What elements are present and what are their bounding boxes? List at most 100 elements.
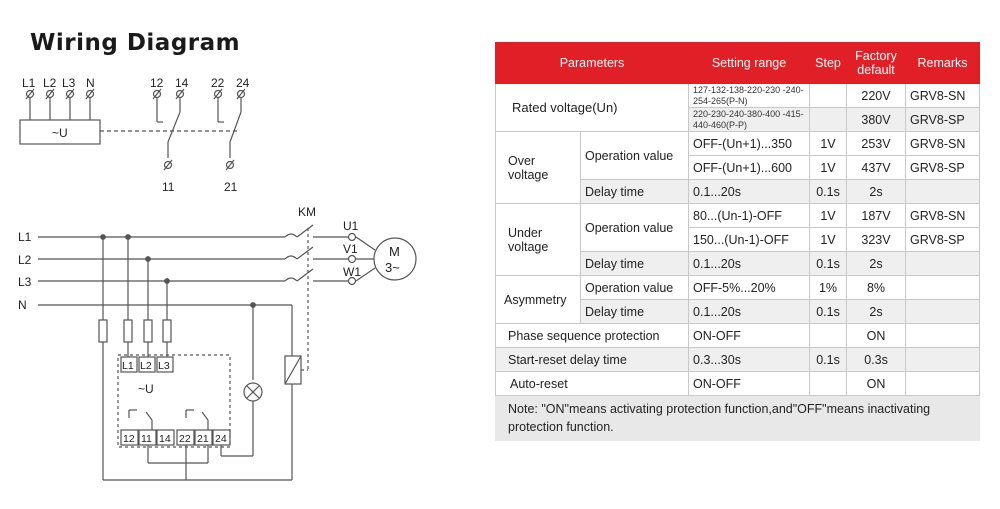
under-voltage-operation-label: Operation value [579,203,690,252]
relay-box [117,354,231,448]
auto-reset-label: Auto-reset [494,371,690,396]
asymmetry-delay-remarks [905,299,981,324]
table-row: Over voltage Operation value OFF-(Un+1).… [495,131,981,204]
under-voltage-step-sp: 1V [809,227,848,252]
relay-input-l1: L1 [122,360,134,372]
phase-sequence-range: ON-OFF [688,323,811,348]
top-contact-11: 11 [162,180,175,194]
top-terminal-n: N [86,76,95,90]
over-voltage-range-sp: OFF-(Un+1)...600 [688,155,811,180]
rated-voltage-range-sp: 220-230-240-380-400 -415-440-460(P-P) [688,107,811,132]
phase-sequence-label: Phase sequence protection [494,323,690,348]
under-voltage-step-sn: 1V [809,203,848,228]
asymmetry-range: OFF-5%...20% [688,275,811,300]
relay-input-l2: L2 [140,360,152,372]
asymmetry-default: 8% [846,275,907,300]
table-note-row: Note: "ON"means activating protection fu… [494,395,981,441]
asymmetry-step: 1% [809,275,848,300]
header-parameters: Parameters [494,42,690,84]
relay-output-14: 14 [159,433,171,445]
motor-phase: 3~ [385,260,400,275]
top-contact-22: 22 [211,76,225,90]
over-voltage-delay-range: 0.1...20s [688,179,811,204]
motor-terminal-w1: W1 [343,265,361,279]
under-voltage-default-sp: 323V [846,227,907,252]
table-note: Note: "ON"means activating protection fu… [494,395,981,441]
over-voltage-step-sp: 1V [809,155,848,180]
relay-output-12: 12 [123,433,135,445]
relay-output-22: 22 [179,433,191,445]
relay-output-11: 11 [141,433,152,445]
top-contact-14: 14 [175,76,189,90]
under-voltage-delay-default: 2s [846,251,907,276]
rated-voltage-step-sp [809,107,848,132]
header-factory-default: Factory default [846,42,907,84]
bottom-diagram: L1 L2 L3 N KM U1 V1 W1 M 3~ [18,205,417,481]
start-reset-step: 0.1s [809,347,848,372]
start-reset-range: 0.3...30s [688,347,811,372]
motor-terminal-v1: V1 [343,242,358,256]
parameters-table: Parameters Setting range Step Factory de… [494,42,981,441]
start-reset-label: Start-reset delay time [494,347,690,372]
auto-reset-step [809,371,848,396]
over-voltage-operation-label: Operation value [579,131,690,180]
auto-reset-range: ON-OFF [688,371,811,396]
over-voltage-step-sn: 1V [809,131,848,156]
header-remarks: Remarks [905,42,981,84]
phase-sequence-default: ON [846,323,907,348]
top-relay-box [19,119,101,145]
table-row: Start-reset delay time 0.3...30s 0.1s 0.… [494,347,981,372]
line-label-l2: L2 [18,253,32,267]
top-terminal-l3: L3 [62,76,76,90]
top-supply-screws [25,88,95,100]
auto-reset-remarks [905,371,981,396]
rated-voltage-remarks-sp: GRV8-SP [905,107,981,132]
under-voltage-range-sp: 150...(Un-1)-OFF [688,227,811,252]
under-voltage-range-sn: 80...(Un-1)-OFF [688,203,811,228]
table-row: Phase sequence protection ON-OFF ON [494,323,981,348]
over-voltage-default-sp: 437V [846,155,907,180]
motor-terminal-u1: U1 [343,219,359,233]
top-contact-24: 24 [236,76,250,90]
over-voltage-default-sn: 253V [846,131,907,156]
under-voltage-remarks-sp: GRV8-SP [905,227,981,252]
under-voltage-delay-remarks [905,251,981,276]
table-row: Asymmetry Operation value OFF-5%...20% 1… [495,275,981,324]
auto-reset-default: ON [846,371,907,396]
table-row: Under voltage Operation value 80...(Un-1… [495,203,981,276]
over-voltage-delay-step: 0.1s [809,179,848,204]
over-voltage-remarks-sp: GRV8-SP [905,155,981,180]
relay-output-terminals [120,429,231,446]
rated-voltage-label: Rated voltage(Un) [494,83,690,132]
under-voltage-delay-label: Delay time [579,251,690,276]
asymmetry-delay-default: 2s [846,299,907,324]
line-label-n: N [18,298,27,312]
table-row: 150...(Un-1)-OFF 1V 323V GRV8-SP [496,227,981,252]
asymmetry-delay-label: Delay time [579,299,690,324]
line-label-l3: L3 [18,275,32,289]
over-voltage-remarks-sn: GRV8-SN [905,131,981,156]
start-reset-remarks [905,347,981,372]
table-row: Auto-reset ON-OFF ON [494,371,981,396]
motor-label: M [389,244,400,259]
rated-voltage-range-sn: 127-132-138-220-230 -240-254-265(P-N) [688,83,811,108]
start-reset-default: 0.3s [846,347,907,372]
relay-label: ~U [138,382,154,396]
top-terminal-l2: L2 [43,76,57,90]
under-voltage-delay-step: 0.1s [809,251,848,276]
under-voltage-delay-range: 0.1...20s [688,251,811,276]
phase-sequence-remarks [905,323,981,348]
top-terminal-l1: L1 [22,76,36,90]
top-contact-screws [152,88,246,100]
under-voltage-remarks-sn: GRV8-SN [905,203,981,228]
over-voltage-delay-default: 2s [846,179,907,204]
table-row: Rated voltage(Un) 127-132-138-220-230 -2… [494,83,981,132]
wiring-diagram: L1 L2 L3 N ~U 12 14 22 24 [18,76,417,481]
over-voltage-delay-remarks [905,179,981,204]
asymmetry-delay-step: 0.1s [809,299,848,324]
relay-output-24: 24 [215,433,227,445]
top-relay-label: ~U [52,126,68,140]
asymmetry-delay-range: 0.1...20s [688,299,811,324]
phase-sequence-step [809,323,848,348]
motor-circle [373,237,417,281]
